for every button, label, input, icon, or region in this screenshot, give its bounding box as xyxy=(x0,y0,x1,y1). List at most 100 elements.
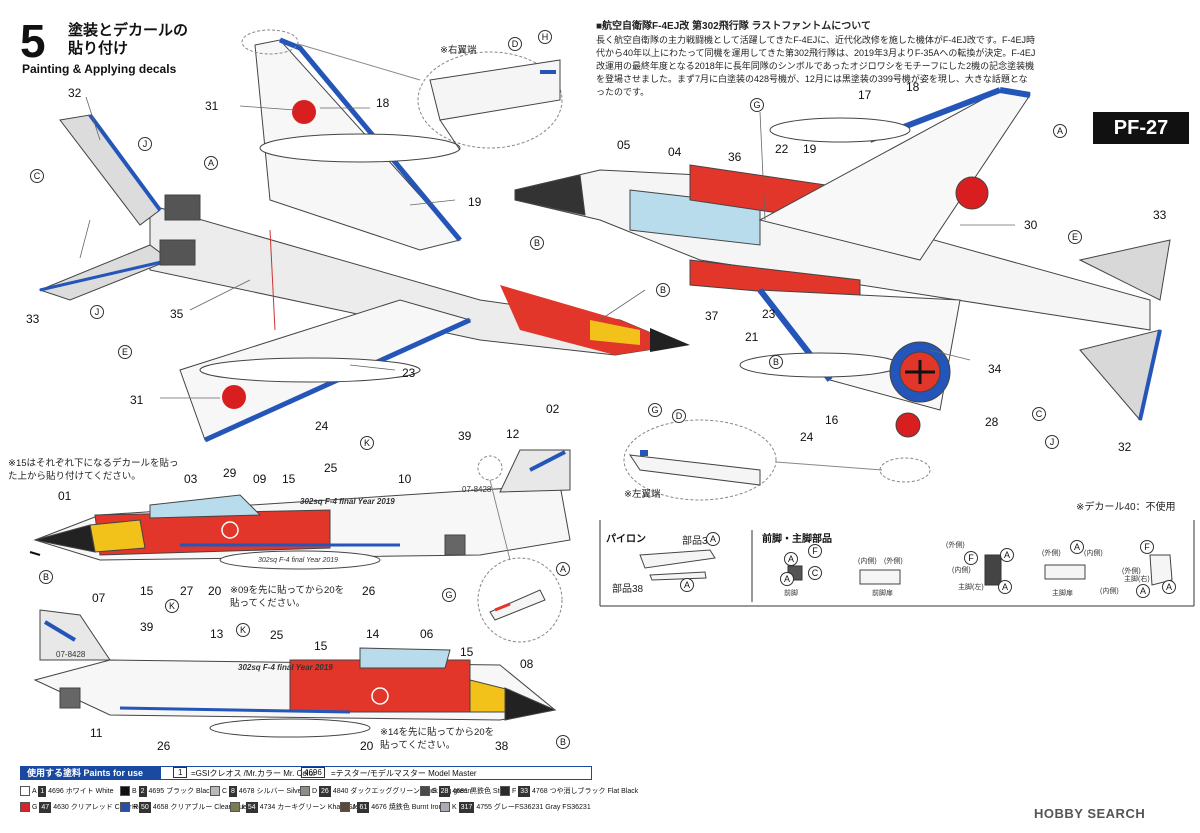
callout: 01 xyxy=(58,489,72,503)
fuselage-text: 302sq F-4 final Year 2019 xyxy=(258,557,339,564)
note-decal09: ※09を先に貼ってから20を貼ってください。 xyxy=(230,585,345,609)
callout: 33 xyxy=(26,312,40,326)
top-view-aircraft xyxy=(38,37,690,443)
callout: 35 xyxy=(170,307,184,321)
aircraft-info: ■航空自衛隊F-4EJ改 第302飛行隊 ラストファントムについて 長く航空自衛… xyxy=(596,20,1036,99)
callout-letter: K xyxy=(236,623,250,637)
fuselage-text: 302sq F-4 final Year 2019 xyxy=(238,663,333,672)
callout: 31 xyxy=(205,99,219,113)
step-number: 5 xyxy=(20,15,46,67)
tiny-label: (外側) xyxy=(884,558,903,565)
info-title: ■航空自衛隊F-4EJ改 第302飛行隊 ラストファントムについて xyxy=(596,21,872,32)
callout: 39 xyxy=(458,429,472,443)
callout-letter: A xyxy=(556,562,570,576)
callout-letter: B xyxy=(656,283,670,297)
callout: 36 xyxy=(728,150,742,164)
gear-part-label: 前脚 xyxy=(784,590,798,597)
callout-letter: E xyxy=(1068,230,1082,244)
callout: 39 xyxy=(140,620,154,634)
tail-code: 07-8428 xyxy=(462,485,492,494)
legend-box: 1 xyxy=(173,767,188,778)
callout: 06 xyxy=(420,627,434,641)
legend-text: =テスター/モデルマスター Model Master xyxy=(331,769,477,778)
callout: 26 xyxy=(157,739,171,753)
callout-letter: A xyxy=(1162,580,1176,594)
callout: 10 xyxy=(398,472,412,486)
gear-part-label: 主脚扉 xyxy=(1052,590,1073,597)
callout: 07 xyxy=(92,591,106,605)
fuselage-text: 302sq F-4 final Year 2019 xyxy=(300,497,395,506)
callout: 21 xyxy=(745,330,759,344)
callout: 32 xyxy=(1118,440,1132,454)
step-title-jp: 塗装とデカールの貼り付け xyxy=(68,22,189,57)
callout: 38 xyxy=(495,739,509,753)
callout-letter: D xyxy=(672,409,686,423)
callout-letter: F xyxy=(964,551,978,565)
callout: 04 xyxy=(668,145,682,159)
gear-label: 前脚・主脚部品 xyxy=(762,534,832,545)
callout-letter: C xyxy=(808,566,822,580)
pylon-label: パイロン xyxy=(606,534,646,545)
callout: 18 xyxy=(376,96,390,110)
callout: 34 xyxy=(988,362,1002,376)
tiny-label: (内側) xyxy=(1084,550,1103,557)
callout-letter: A xyxy=(204,156,218,170)
legend-box: 4696 xyxy=(301,767,325,778)
gear-part-label: 前脚扉 xyxy=(872,590,893,597)
callout-letter: A xyxy=(706,532,720,546)
callout-letter: J xyxy=(138,137,152,151)
callout-letter: A xyxy=(1053,124,1067,138)
callout-letter: C xyxy=(30,169,44,183)
callout: 30 xyxy=(1024,218,1038,232)
callout-letter: E xyxy=(118,345,132,359)
callout: 19 xyxy=(803,142,817,156)
callout: 19 xyxy=(468,195,482,209)
callout: 28 xyxy=(985,415,999,429)
note-decal15: ※15はそれぞれ下になるデカールを貼った上から貼り付けてください。 xyxy=(8,458,179,482)
callout-letter: G xyxy=(648,403,662,417)
callout-letter: K xyxy=(165,599,179,613)
callout: 25 xyxy=(324,461,338,475)
side-view-right xyxy=(33,609,557,738)
paint-legend-bar: 使用する塗料 Paints for use 1 =GSIクレオス /Mr.カラー… xyxy=(20,766,592,780)
legend-text: =GSIクレオス /Mr.カラー Mr. Color xyxy=(191,769,316,778)
callout: 02 xyxy=(546,402,560,416)
leader-lines xyxy=(79,96,1015,399)
callout: 03 xyxy=(184,472,198,486)
callout: 24 xyxy=(315,419,329,433)
callout: 15 xyxy=(282,472,296,486)
callout-letter: G xyxy=(750,98,764,112)
callout: 23 xyxy=(402,366,416,380)
callout: 29 xyxy=(223,466,237,480)
callout-letter: D xyxy=(508,37,522,51)
kit-badge: PF-27 xyxy=(1093,112,1189,144)
callout-letter: J xyxy=(90,305,104,319)
callout: 32 xyxy=(68,86,82,100)
callout: 11 xyxy=(90,726,103,740)
callout-letter: A xyxy=(784,552,798,566)
tiny-label: (内側) xyxy=(952,567,971,574)
step-title-en: Painting & Applying decals xyxy=(22,62,177,76)
side-view-left xyxy=(29,449,571,570)
callout: 24 xyxy=(800,430,814,444)
callout: 27 xyxy=(180,584,194,598)
callout: 15 xyxy=(140,584,154,598)
callout: 20 xyxy=(360,739,374,753)
callout-letter: F xyxy=(1140,540,1154,554)
tiny-label: (外側) xyxy=(1122,568,1141,575)
tail-code: 07-8428 xyxy=(56,650,86,659)
paint-table-header: 使用する塗料 Paints for use xyxy=(21,767,161,779)
callout-letter: H xyxy=(538,30,552,44)
callout: 20 xyxy=(208,584,222,598)
